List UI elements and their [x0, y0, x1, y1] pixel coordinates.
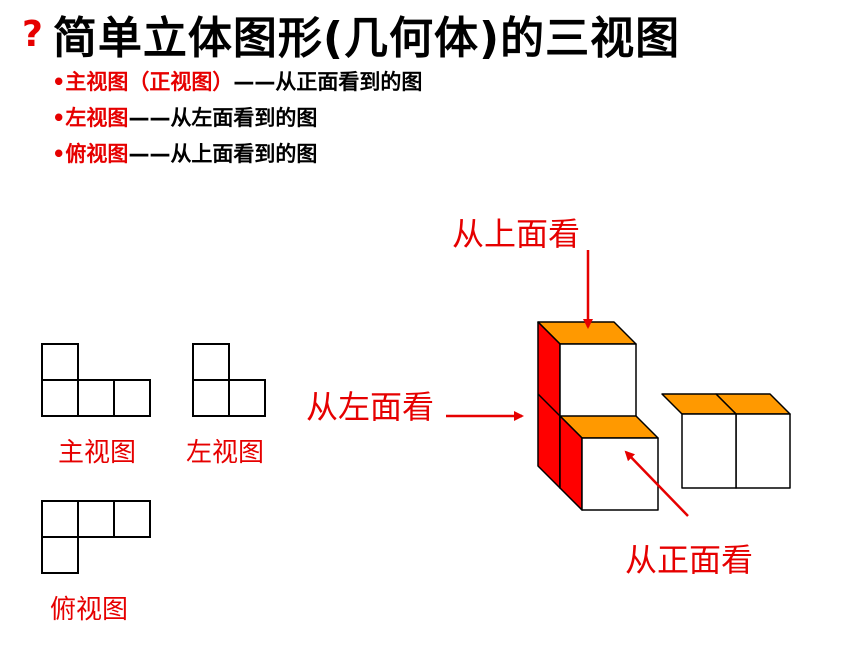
- page-title: 简单立体图形(几何体)的三视图: [52, 13, 681, 64]
- definition-left-view: •左视图——从左面看到的图: [52, 100, 422, 136]
- question-mark-icon: ?: [22, 13, 43, 55]
- front-view-label: 主视图: [58, 438, 136, 468]
- definition-text: ——从上面看到的图: [128, 142, 318, 166]
- definition-text: ——从正面看到的图: [233, 70, 423, 94]
- top-view-drawing: [41, 500, 151, 574]
- definition-term: •俯视图: [52, 142, 129, 166]
- from-front-label: 从正面看: [625, 541, 753, 579]
- front-view-drawing: [41, 343, 151, 417]
- from-left-label: 从左面看: [306, 388, 434, 426]
- definition-text: ——从左面看到的图: [128, 106, 318, 130]
- arrow-from-front: [624, 450, 689, 517]
- definition-front-view: •主视图（正视图）——从正面看到的图: [52, 64, 422, 100]
- left-view-drawing: [192, 343, 266, 417]
- top-view-label: 俯视图: [50, 595, 128, 625]
- cube-figure: [537, 321, 791, 511]
- definitions-list: •主视图（正视图）——从正面看到的图 •左视图——从左面看到的图 •俯视图——从…: [52, 64, 422, 172]
- direction-arrows: [446, 250, 689, 517]
- definition-term: •左视图: [52, 106, 129, 130]
- from-top-label: 从上面看: [452, 215, 580, 253]
- definition-top-view: •俯视图——从上面看到的图: [52, 136, 422, 172]
- left-view-label: 左视图: [186, 438, 264, 468]
- title-row: ? 简单立体图形(几何体)的三视图: [22, 4, 680, 64]
- definition-term: •主视图（正视图）: [52, 70, 234, 94]
